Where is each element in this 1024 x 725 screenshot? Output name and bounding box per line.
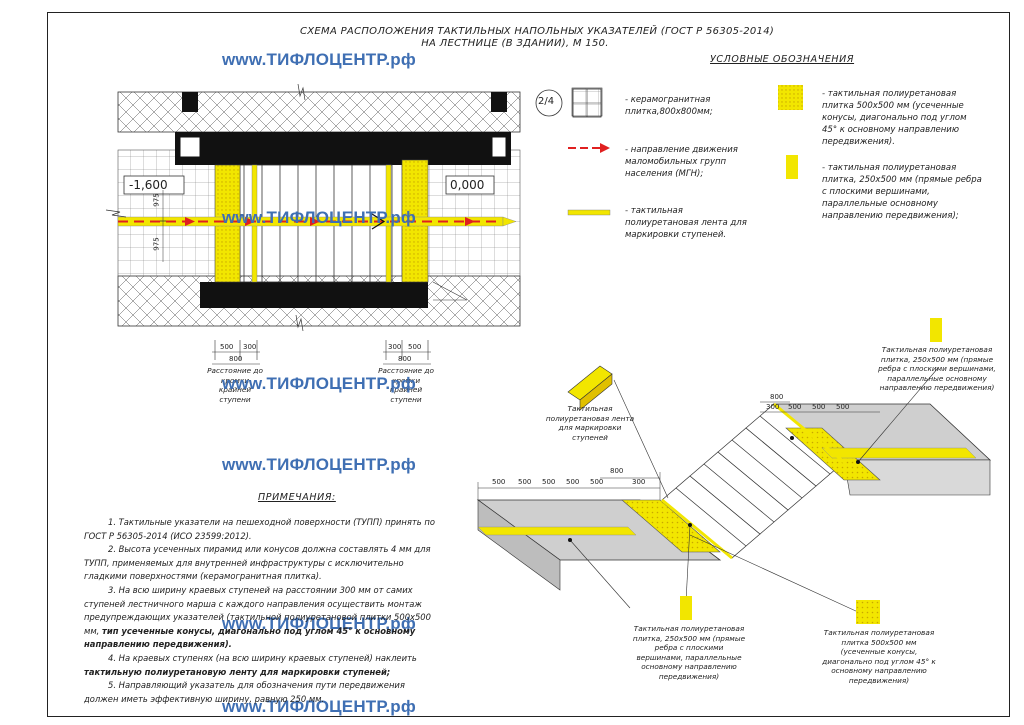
note-3-text: 3. На всю ширину краевых ступеней на рас… [84, 584, 431, 636]
iso-dim-upper-800: 800 [770, 393, 784, 401]
legend-tile-rect-swatch [786, 155, 798, 179]
iso-tape-icon [567, 365, 613, 411]
legend-tape-swatch [567, 209, 611, 216]
legend-movement-text: - направление движения маломобильных гру… [625, 145, 738, 179]
iso-dim-lower-1: 500 [518, 478, 532, 486]
notes-heading: ПРИМЕЧАНИЯ: [258, 492, 336, 503]
plan-dim-right-b: 500 [408, 343, 422, 351]
note-4: 4. На краевых ступенях (на всю ширину кр… [84, 652, 439, 679]
legend-tile-rect-text: - тактильная полиуретановая плитка, 250х… [822, 163, 982, 221]
iso-dim-lower-800: 800 [610, 467, 624, 475]
note-4-bold: тактильную полиуретановую ленту для марк… [84, 666, 391, 677]
plan-dims-left [212, 340, 260, 365]
plan-column [182, 92, 198, 112]
iso-square-tile-icon [856, 600, 880, 624]
watermark: www.ТИФЛОЦЕНТР.рф [222, 50, 416, 69]
title-line-2: НА ЛЕСТНИЦЕ (В ЗДАНИИ), М 150. [421, 38, 609, 49]
iso-dim-upper-3: 500 [836, 403, 850, 411]
watermark: www.ТИФЛОЦЕНТР.рф [222, 614, 416, 633]
watermark: www.ТИФЛОЦЕНТР.рф [222, 374, 416, 393]
iso-lower-warning-field [621, 499, 721, 553]
plan-level-right: 0,000 [450, 178, 485, 192]
plan-column [491, 92, 507, 112]
iso-rect-tile-icon-bottom [680, 596, 692, 620]
plan-level-left: -1,600 [129, 178, 168, 192]
watermark: www.ТИФЛОЦЕНТР.рф [222, 697, 416, 716]
note-5: 5. Направляющий указатель для обозначени… [84, 680, 405, 704]
iso-dim-upper-1: 500 [788, 403, 802, 411]
legend-tile-square-swatch [778, 85, 803, 110]
plan-floor-left [117, 149, 219, 277]
title-line-1: СХЕМА РАСПОЛОЖЕНИЯ ТАКТИЛЬНЫХ НАПОЛЬНЫХ … [300, 26, 775, 37]
iso-square-bottom-caption: Тактильная полиуретановая плитка 500х500… [822, 628, 936, 685]
legend-movement-arrow [568, 143, 610, 153]
iso-dim-upper-2: 500 [812, 403, 826, 411]
note-3: 3. На всю ширину краевых ступеней на рас… [84, 584, 439, 652]
plan-stair-wall-bottom [200, 282, 428, 308]
notes-block: 1. Тактильные указатели на пешеходной по… [84, 516, 439, 706]
note-2: 2. Высота усеченных пирамид или конусов … [84, 544, 431, 582]
drawing-frame [47, 12, 1010, 717]
iso-step-tape-lower [661, 498, 733, 560]
plan-dims-right [383, 340, 431, 365]
iso-rect-top-caption: Тактильная полиуретановая плитка, 250х50… [878, 345, 996, 393]
note-1: 1. Тактильные указатели на пешеходной по… [84, 517, 435, 541]
iso-tape-caption: Тактильная полиуретановая лента для марк… [545, 404, 635, 442]
plan-stair-wall-top-inner [491, 136, 507, 158]
plan-note-left: Расстояние до кромки крайней ступени [207, 366, 263, 404]
iso-stair-flight [661, 403, 845, 559]
watermark: www.ТИФЛОЦЕНТР.рф [222, 208, 416, 227]
plan-movement-arrow [118, 213, 500, 230]
plan-note-right: Расстояние до кромки крайней ступени [378, 366, 434, 404]
iso-lower-guiding-strip [477, 526, 637, 536]
legend-tape-text: - тактильная полиуретановая лента для ма… [625, 206, 747, 240]
plan-dim-right-total: 800 [398, 355, 412, 363]
plan-dim-left-total: 800 [229, 355, 243, 363]
legend-heading: УСЛОВНЫЕ ОБОЗНАЧЕНИЯ [710, 54, 855, 65]
plan-axis-label: 2/4 [538, 96, 555, 107]
watermark: www.ТИФЛОЦЕНТР.рф [222, 455, 416, 474]
plan-dim-right-a: 300 [388, 343, 402, 351]
note-3-bold: тип усеченные конусы, диагонально под уг… [84, 625, 416, 650]
iso-dim-lower-2: 500 [542, 478, 556, 486]
iso-rect-bottom-caption: Тактильная полиуретановая плитка, 250х50… [632, 624, 746, 681]
iso-dim-lower-3: 500 [566, 478, 580, 486]
legend-granite-swatch [571, 87, 603, 117]
legend-tile-square-text: - тактильная полиуретановая плитка 500х5… [822, 89, 967, 147]
plan-dim-left-b: 300 [243, 343, 257, 351]
note-4-text: 4. На краевых ступенях (на всю ширину кр… [108, 652, 417, 663]
iso-dim-lower-4: 500 [590, 478, 604, 486]
plan-stair-wall-top-inner [179, 136, 201, 158]
iso-dim-lower-0: 500 [492, 478, 506, 486]
legend-granite-text: - керамогранитная плитка,800х800мм; [625, 95, 713, 117]
iso-step-tape-upper [773, 402, 845, 464]
iso-dim-upper-0: 300 [766, 403, 780, 411]
iso-dim-lower-5: 300 [632, 478, 646, 486]
plan-stair-wall-top [175, 132, 511, 165]
iso-rect-tile-icon-top [930, 318, 942, 342]
plan-dim-left-a: 500 [220, 343, 234, 351]
iso-upper-guiding-strip [821, 447, 977, 459]
